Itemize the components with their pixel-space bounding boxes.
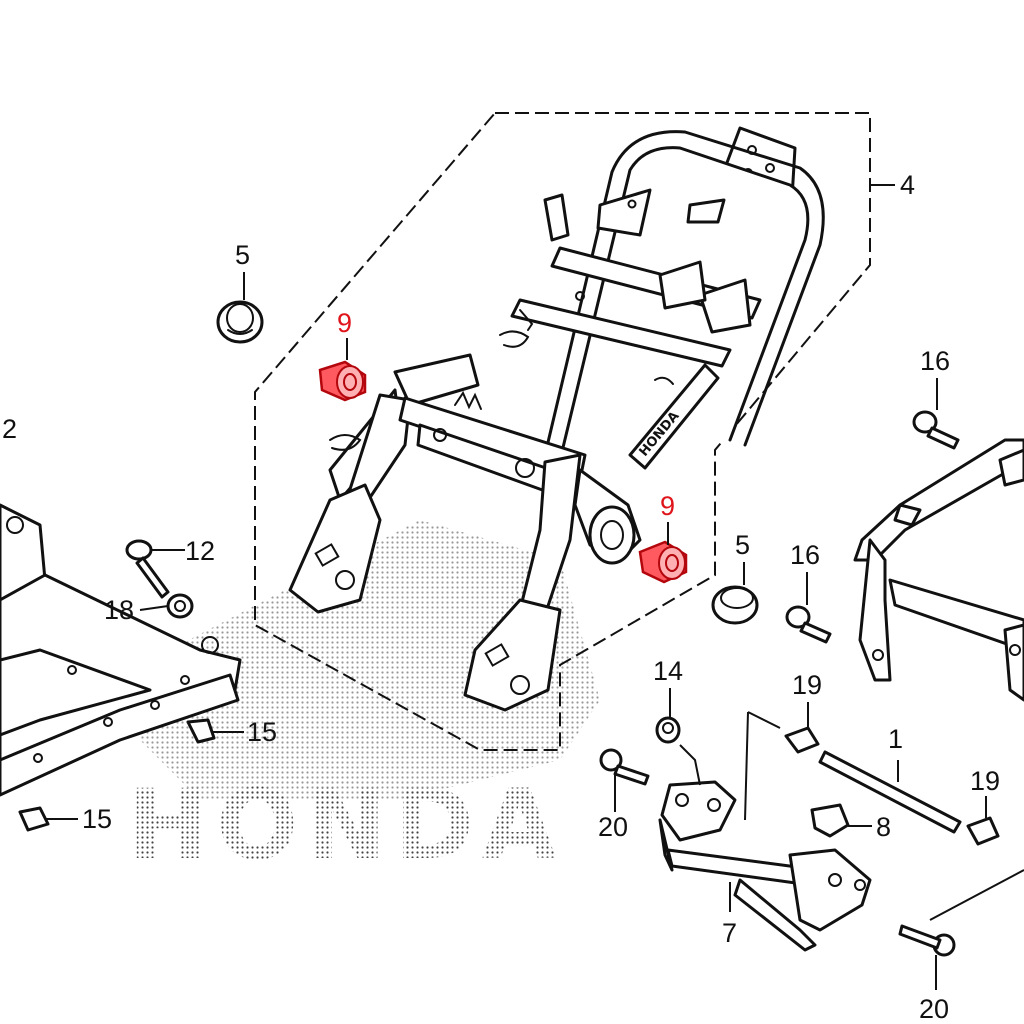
nut-14 — [655, 716, 681, 744]
collar-19-left — [784, 726, 820, 754]
callout-15-upper: 15 — [247, 717, 277, 747]
collar-19-right — [966, 816, 1000, 846]
leader-lines — [46, 184, 1024, 990]
step-bracket-assembly — [658, 780, 872, 952]
clip-15-lower — [18, 806, 50, 832]
callout-19-left: 19 — [792, 670, 822, 700]
collar-pipe — [818, 750, 962, 834]
sub-frame-assembly: HONDA — [288, 126, 825, 712]
callout-5-upper: 5 — [235, 240, 250, 270]
bolt-16-lower — [785, 605, 832, 644]
callout-12: 12 — [185, 536, 215, 566]
callout-8: 8 — [876, 812, 891, 842]
callout-2: 2 — [2, 414, 17, 444]
watermark-honda: HONDA — [128, 769, 564, 881]
bolt-16-upper — [912, 410, 960, 450]
bolt-20-left — [599, 748, 650, 786]
grommet-5-upper — [216, 300, 264, 344]
callout-20-right: 20 — [919, 994, 949, 1024]
bolt-12 — [125, 539, 170, 599]
clip-15-upper — [186, 718, 216, 744]
main-frame-section — [0, 503, 242, 797]
callout-1: 1 — [888, 724, 903, 754]
callout-9-right: 9 — [660, 491, 675, 521]
callout-20-left: 20 — [598, 812, 628, 842]
assembly-boundary-4 — [254, 112, 871, 751]
callout-16-lower: 16 — [790, 540, 820, 570]
callout-15-lower: 15 — [82, 804, 112, 834]
clip-8 — [810, 803, 850, 838]
callout-14: 14 — [653, 656, 683, 686]
rear-frame-section — [853, 438, 1024, 702]
dotted-shadow — [140, 520, 600, 800]
callout-7: 7 — [722, 918, 737, 948]
rubber-bushing-9-left — [318, 360, 367, 402]
callout-19-right: 19 — [970, 766, 1000, 796]
callout-18: 18 — [104, 595, 134, 625]
callout-16-upper: 16 — [920, 346, 950, 376]
callout-9-left: 9 — [337, 308, 352, 338]
nut-18 — [166, 593, 194, 619]
callout-4: 4 — [900, 170, 915, 200]
callout-5-right: 5 — [735, 530, 750, 560]
cap-5-right — [711, 585, 759, 625]
bolt-20-right — [898, 924, 956, 957]
rubber-bushing-9-right — [638, 540, 688, 584]
